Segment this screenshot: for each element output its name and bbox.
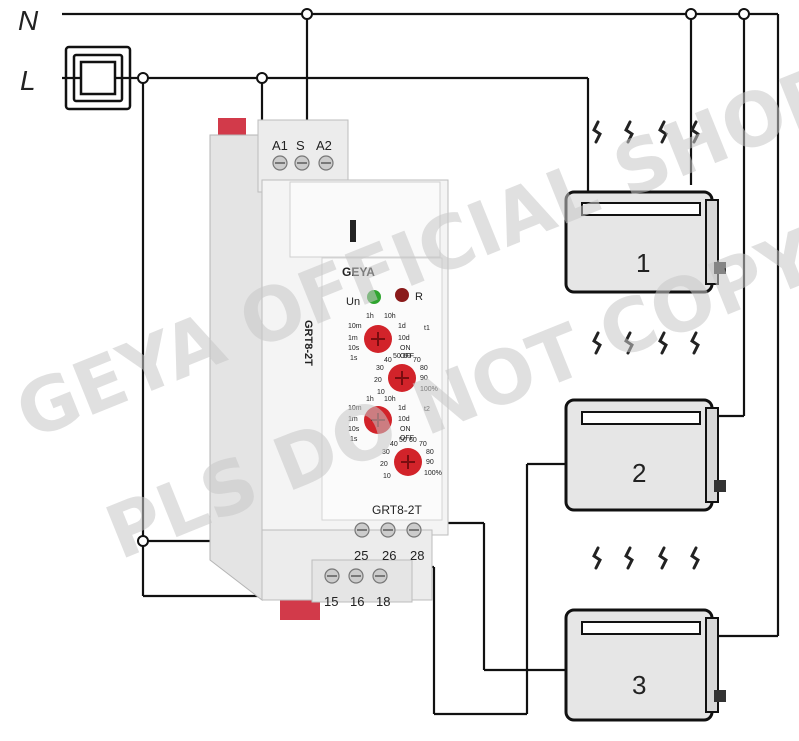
svg-text:90: 90 — [420, 375, 428, 382]
svg-text:60: 60 — [409, 437, 417, 444]
toaster-3-number: 3 — [632, 670, 646, 700]
led-relay-icon — [395, 288, 409, 302]
svg-text:OFF: OFF — [400, 353, 414, 360]
svg-text:50: 50 — [399, 437, 407, 444]
dial-t1-scale: 1h 10h 10m 1d 1m 10d 10s ON 1s OFF t1 — [348, 313, 430, 362]
timer-relay: GEYA GRT8-2T GRT8-2T Un R 1h 10h 10m 1d … — [209, 118, 449, 620]
terminal-15-label: 15 — [324, 594, 338, 609]
svg-text:10: 10 — [377, 389, 385, 396]
svg-text:100%: 100% — [424, 470, 442, 477]
terminal-26-label: 26 — [382, 548, 396, 563]
terminal-18-label: 18 — [376, 594, 390, 609]
svg-text:80: 80 — [426, 449, 434, 456]
terminals-bottom: 15 16 18 — [324, 568, 390, 609]
dial-percent-1[interactable] — [388, 364, 416, 392]
model-label-bottom: GRT8-2T — [372, 503, 422, 517]
svg-text:10d: 10d — [398, 335, 410, 342]
svg-text:10m: 10m — [348, 323, 362, 330]
svg-text:1s: 1s — [350, 355, 358, 362]
toaster-1-number: 1 — [636, 248, 650, 278]
dial-t2-scale: 1h 10h 10m 1d 1m 10d 10s ON 1s OFF t2 — [348, 396, 430, 443]
svg-text:30: 30 — [376, 365, 384, 372]
terminals-mid: 25 26 28 — [354, 522, 424, 563]
toaster-3: 3 — [564, 608, 726, 722]
svg-text:10: 10 — [383, 473, 391, 480]
toaster-2-number: 2 — [632, 458, 646, 488]
terminal-16-label: 16 — [350, 594, 364, 609]
svg-text:1m: 1m — [348, 335, 358, 342]
svg-text:10m: 10m — [348, 405, 362, 412]
svg-text:OFF: OFF — [400, 435, 414, 442]
svg-text:ON: ON — [400, 426, 411, 433]
dial-t2[interactable] — [364, 406, 392, 434]
terminal-a2-label: A2 — [316, 138, 332, 153]
switch-icon — [64, 45, 132, 111]
dial-percent-2-scale: 40 50 60 70 30 80 20 90 10 100% — [380, 437, 442, 480]
svg-text:30: 30 — [382, 449, 390, 456]
svg-text:1s: 1s — [350, 436, 358, 443]
toaster-2: 2 — [564, 398, 726, 512]
led-power-label: Un — [346, 296, 360, 308]
toaster-1: 1 — [564, 190, 726, 294]
model-label-side: GRT8-2T — [302, 320, 314, 366]
dial-percent-2[interactable] — [394, 448, 422, 476]
junctions — [137, 8, 750, 547]
svg-text:10s: 10s — [348, 345, 360, 352]
svg-text:1d: 1d — [398, 323, 406, 330]
svg-text:10h: 10h — [384, 313, 396, 320]
svg-text:t2: t2 — [424, 406, 430, 413]
svg-text:70: 70 — [413, 357, 421, 364]
svg-text:10d: 10d — [398, 416, 410, 423]
led-power-icon — [367, 290, 381, 304]
brand-logo: GEYA — [342, 265, 375, 279]
svg-text:90: 90 — [426, 459, 434, 466]
dial-percent-1-scale: 40 50 60 70 30 80 20 90 10 100% — [374, 353, 438, 396]
svg-text:70: 70 — [419, 441, 427, 448]
din-clip-bottom — [280, 598, 320, 620]
terminal-25-label: 25 — [354, 548, 368, 563]
svg-text:ON: ON — [400, 345, 411, 352]
svg-text:1m: 1m — [348, 416, 358, 423]
din-clip-top — [218, 118, 246, 138]
terminals-top: A1 S A2 — [272, 138, 334, 171]
svg-text:60: 60 — [403, 353, 411, 360]
svg-text:t1: t1 — [424, 325, 430, 332]
svg-text:40: 40 — [390, 441, 398, 448]
led-relay-label: R — [415, 291, 423, 303]
svg-text:1h: 1h — [366, 396, 374, 403]
live-label: L — [20, 65, 36, 96]
dial-t1[interactable] — [364, 325, 392, 353]
svg-text:10h: 10h — [384, 396, 396, 403]
svg-text:20: 20 — [374, 377, 382, 384]
heat-icon — [592, 120, 700, 570]
terminal-28-label: 28 — [410, 548, 424, 563]
svg-text:20: 20 — [380, 461, 388, 468]
terminal-s-label: S — [296, 138, 305, 153]
svg-text:80: 80 — [420, 365, 428, 372]
svg-text:10s: 10s — [348, 426, 360, 433]
svg-text:100%: 100% — [420, 386, 438, 393]
svg-text:1h: 1h — [366, 313, 374, 320]
terminal-a1-label: A1 — [272, 138, 288, 153]
svg-text:40: 40 — [384, 357, 392, 364]
svg-text:1d: 1d — [398, 405, 406, 412]
svg-text:50: 50 — [393, 353, 401, 360]
neutral-label: N — [18, 5, 39, 36]
